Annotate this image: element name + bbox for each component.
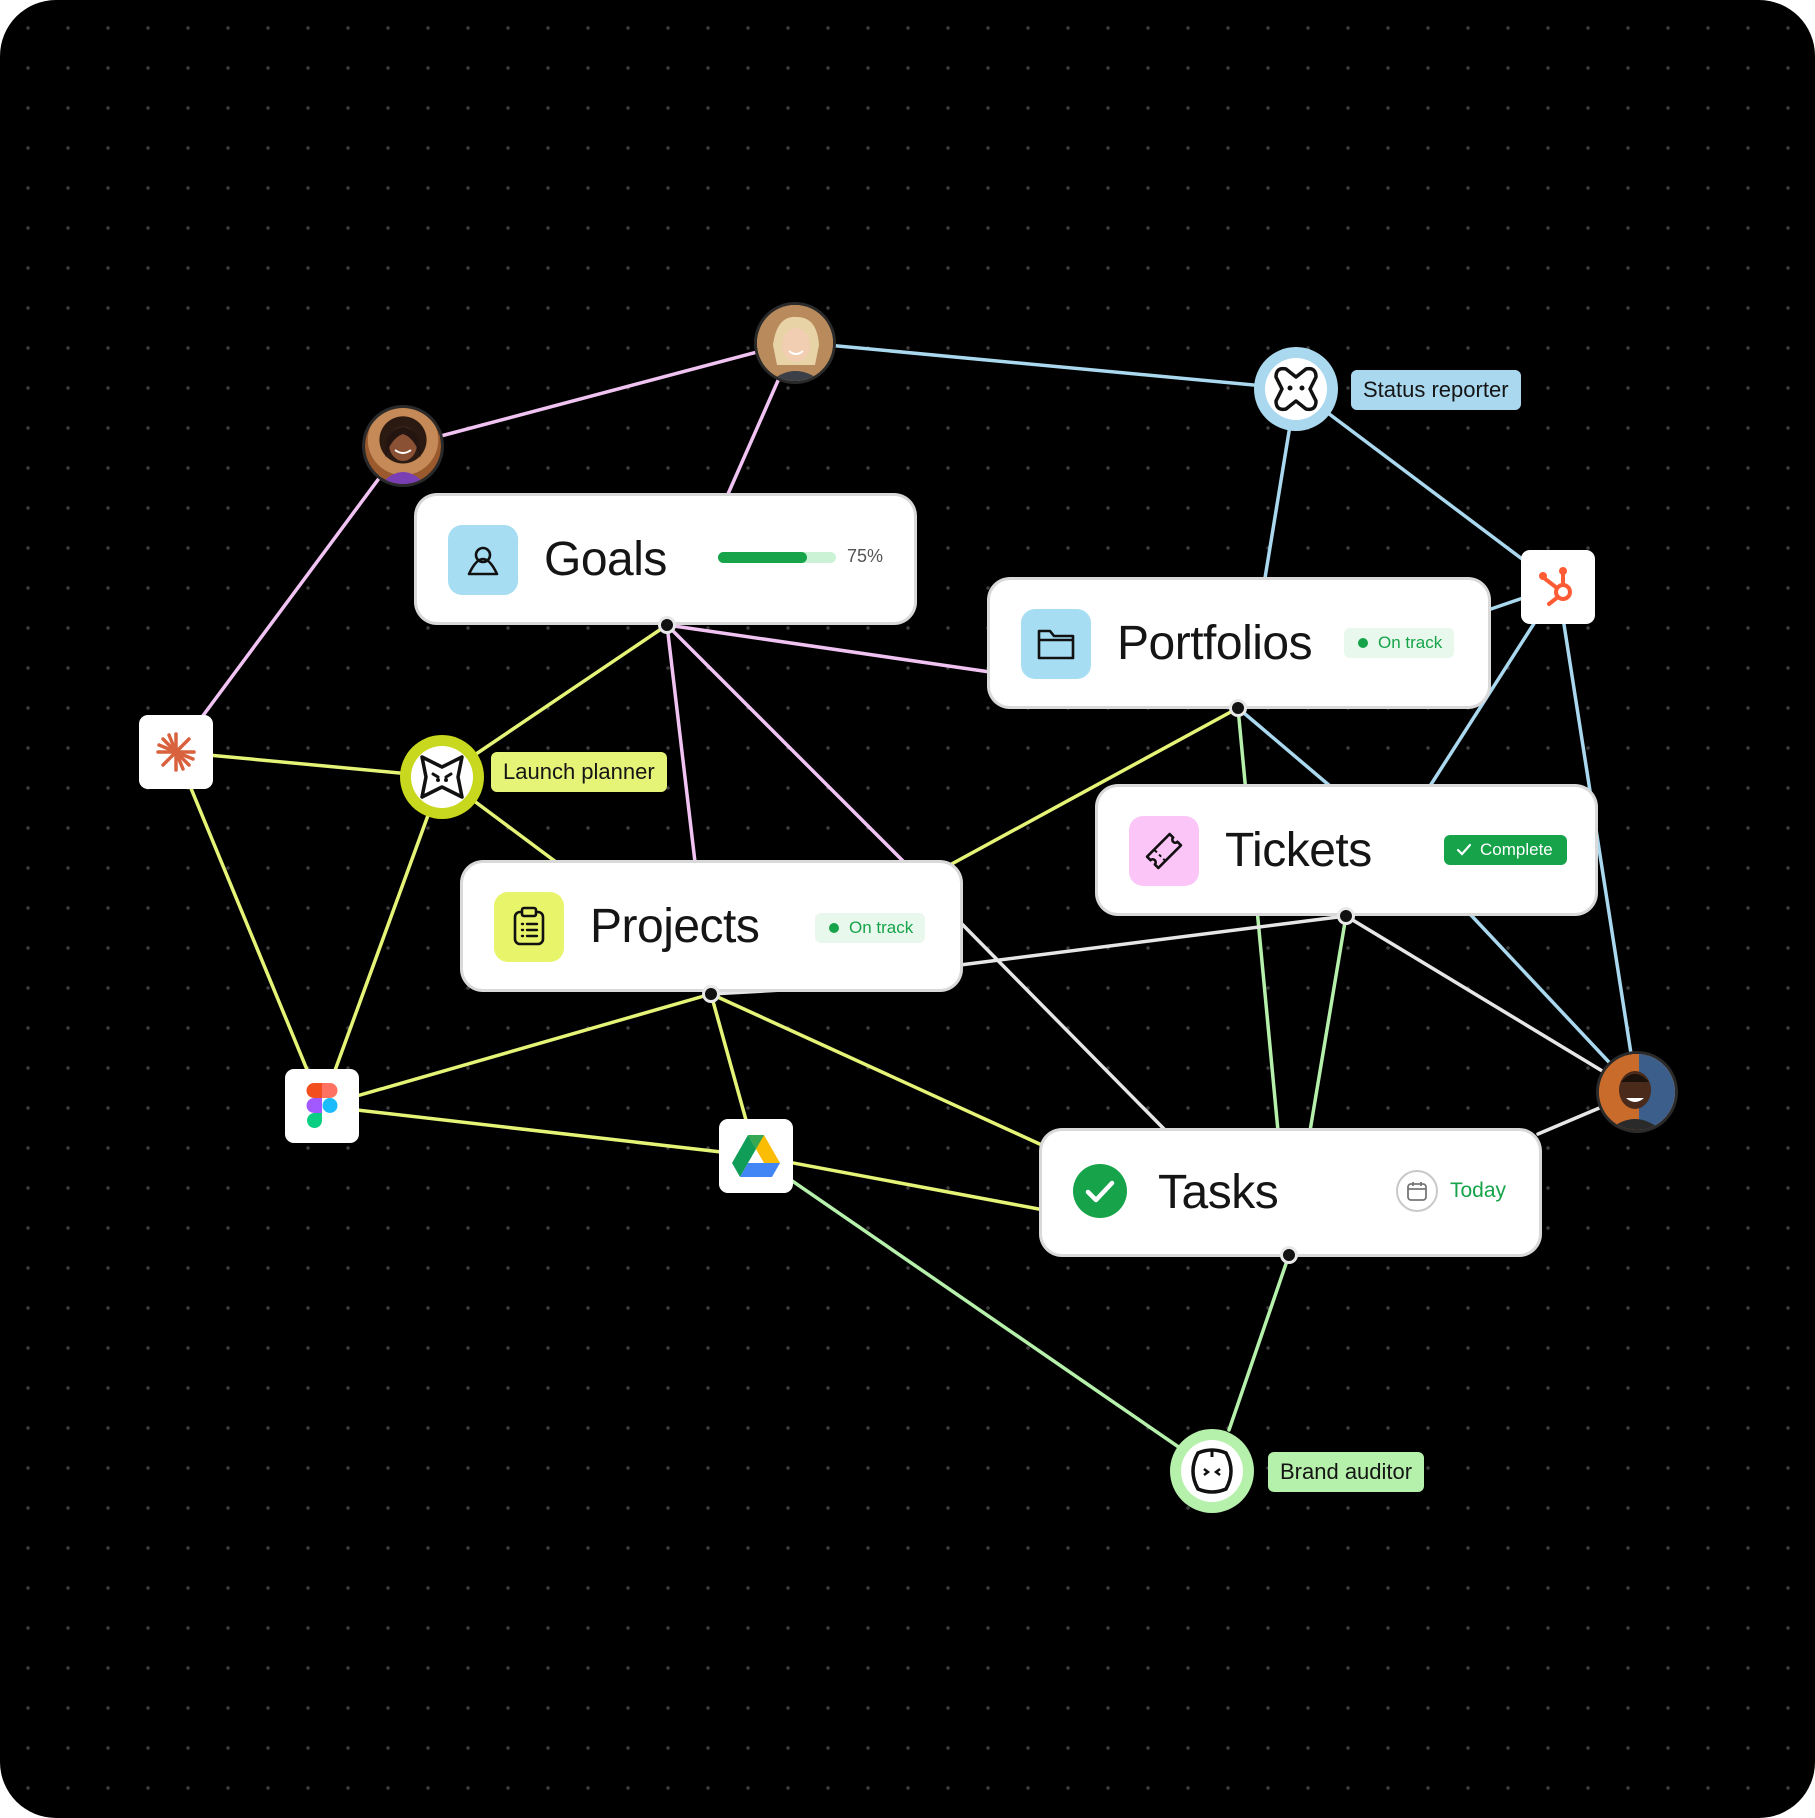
figma-icon bbox=[306, 1083, 338, 1128]
edge bbox=[665, 623, 697, 864]
goals-icon-tile bbox=[448, 525, 518, 595]
folder-icon bbox=[1037, 629, 1075, 660]
tickets-title: Tickets bbox=[1225, 824, 1372, 877]
launch-planner-agent[interactable] bbox=[400, 735, 484, 819]
status-reporter-label: Status reporter bbox=[1351, 370, 1521, 410]
edge bbox=[754, 1154, 1046, 1212]
anchor-dot bbox=[658, 616, 676, 634]
tasks-due-text: Today bbox=[1450, 1179, 1507, 1202]
agent-face bbox=[1265, 358, 1327, 420]
claude-sparkle-icon bbox=[156, 732, 196, 772]
edge bbox=[1236, 706, 1332, 788]
tickets-status-text: Complete bbox=[1480, 840, 1553, 859]
brand-auditor-label: Brand auditor bbox=[1268, 1452, 1425, 1492]
edge bbox=[1294, 387, 1560, 588]
google-drive-icon bbox=[732, 1135, 780, 1177]
portfolios-title: Portfolios bbox=[1117, 617, 1313, 670]
edge bbox=[946, 706, 1240, 868]
goals-title: Goals bbox=[544, 533, 667, 586]
edge bbox=[793, 340, 1298, 391]
status-dot-icon bbox=[829, 923, 839, 933]
edge bbox=[1344, 914, 1639, 1094]
edge bbox=[174, 444, 405, 754]
check-circle-icon bbox=[1073, 1164, 1127, 1218]
hubspot-app-tile[interactable] bbox=[1521, 550, 1595, 624]
edge bbox=[665, 623, 906, 864]
agent-face bbox=[1181, 1440, 1243, 1502]
edge bbox=[174, 750, 324, 1108]
tasks-title: Tasks bbox=[1158, 1166, 1279, 1219]
goals-progress-track bbox=[718, 552, 836, 563]
projects-icon-tile bbox=[494, 892, 564, 962]
tickets-card[interactable]: Tickets Complete bbox=[1098, 787, 1595, 913]
edge bbox=[956, 918, 1168, 1133]
person-photo-icon bbox=[1599, 1054, 1675, 1130]
tickets-icon-tile bbox=[1129, 816, 1199, 886]
portfolios-card[interactable]: Portfolios On track bbox=[990, 580, 1488, 706]
edge bbox=[754, 1154, 1214, 1472]
edge bbox=[709, 988, 784, 996]
avatar[interactable] bbox=[757, 305, 833, 381]
edge bbox=[1236, 706, 1280, 1133]
brand-auditor-agent[interactable] bbox=[1170, 1429, 1254, 1513]
edge bbox=[1556, 584, 1639, 1094]
google-drive-app-tile[interactable] bbox=[719, 1119, 793, 1193]
tasks-icon-tile bbox=[1070, 1161, 1130, 1221]
edge bbox=[709, 992, 1046, 1148]
tickets-status-badge: Complete bbox=[1444, 835, 1567, 865]
portfolios-icon-tile bbox=[1021, 609, 1091, 679]
edge bbox=[958, 914, 1348, 967]
projects-title: Projects bbox=[590, 900, 760, 953]
ticket-icon bbox=[1145, 832, 1183, 870]
goal-person-icon bbox=[467, 546, 499, 576]
portfolios-status-badge: On track bbox=[1344, 628, 1455, 658]
edge bbox=[440, 623, 669, 779]
projects-status-badge: On track bbox=[815, 913, 926, 943]
anchor-dot bbox=[1280, 1246, 1298, 1264]
person-photo-icon bbox=[757, 305, 833, 381]
edge bbox=[174, 750, 444, 779]
goals-card[interactable]: Goals 75% bbox=[417, 496, 914, 622]
goals-progress-fill bbox=[718, 552, 807, 563]
launch-planner-label: Launch planner bbox=[491, 752, 667, 792]
edge bbox=[320, 992, 713, 1108]
status-reporter-agent[interactable] bbox=[1254, 347, 1338, 431]
tasks-card[interactable]: Tasks Today bbox=[1042, 1131, 1539, 1254]
edge bbox=[401, 340, 797, 448]
anchor-dot bbox=[1229, 699, 1247, 717]
projects-status-text: On track bbox=[849, 918, 914, 937]
edge bbox=[1468, 912, 1639, 1094]
avatar[interactable] bbox=[1599, 1054, 1675, 1130]
hubspot-icon bbox=[1539, 567, 1572, 606]
claude-app-tile[interactable] bbox=[139, 715, 213, 789]
agent-face-icon bbox=[420, 755, 464, 799]
projects-card[interactable]: Projects On track bbox=[463, 863, 960, 989]
goals-progress-label: 75% bbox=[847, 546, 884, 566]
check-icon bbox=[1456, 843, 1472, 856]
edge bbox=[1227, 1253, 1291, 1432]
edge bbox=[320, 1104, 758, 1158]
avatar[interactable] bbox=[365, 408, 441, 484]
status-dot-icon bbox=[1358, 638, 1368, 648]
anchor-dot bbox=[702, 985, 720, 1003]
agent-face bbox=[411, 746, 473, 808]
anchor-dot bbox=[1337, 907, 1355, 925]
person-photo-icon bbox=[381, 427, 425, 484]
portfolios-status-text: On track bbox=[1378, 633, 1443, 652]
clipboard-icon bbox=[513, 906, 545, 946]
edge bbox=[665, 623, 992, 674]
edge bbox=[1308, 914, 1348, 1133]
agent-face-icon bbox=[1191, 1448, 1233, 1494]
calendar-icon bbox=[1407, 1182, 1427, 1201]
edge bbox=[320, 775, 444, 1108]
due-date-button[interactable] bbox=[1396, 1170, 1438, 1212]
figma-app-tile[interactable] bbox=[285, 1069, 359, 1143]
agent-face-icon bbox=[1274, 366, 1318, 412]
